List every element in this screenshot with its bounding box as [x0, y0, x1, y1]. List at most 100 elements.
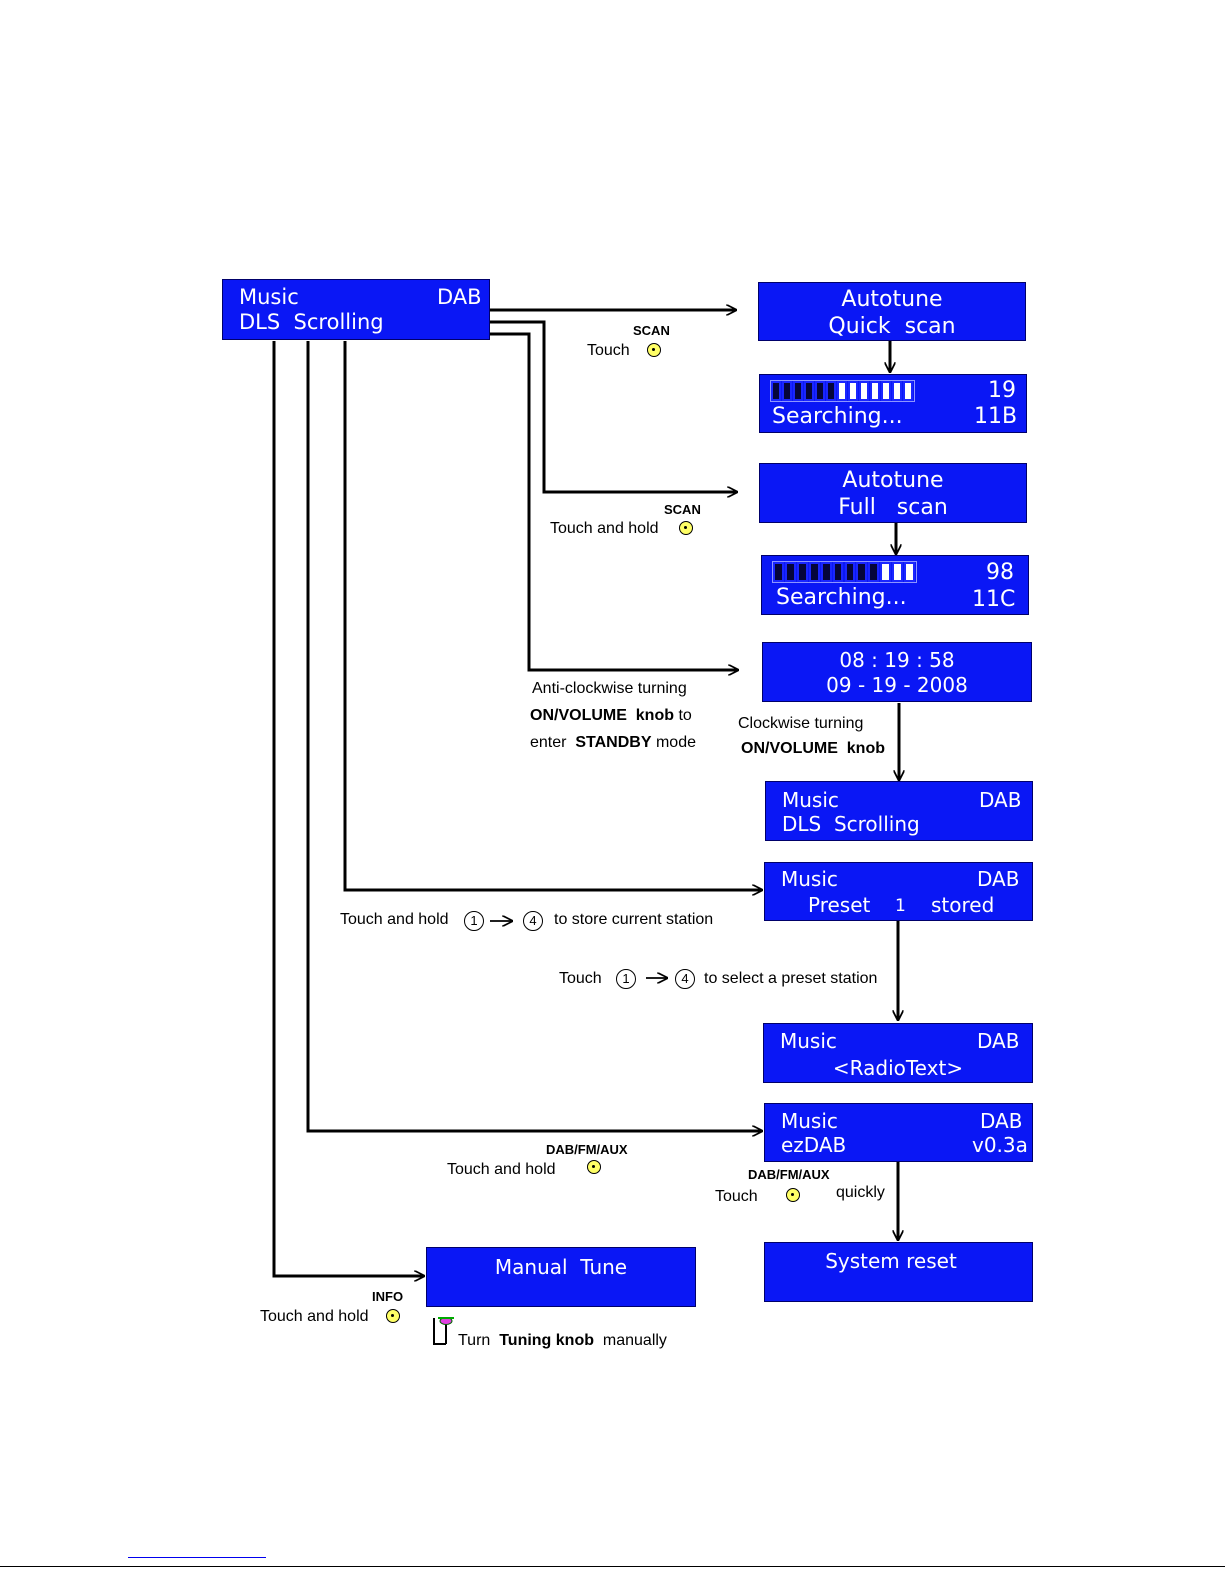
version-mode: Music — [781, 1109, 838, 1133]
main-return-mode: Music — [782, 788, 839, 812]
progress-segment — [892, 381, 902, 401]
autotune-full-mode: Full scan — [838, 495, 948, 520]
radiotext-text: <RadioText> — [832, 1056, 964, 1080]
footer-divider — [0, 1566, 1225, 1567]
full-search-screen: 98 Searching... 11C — [761, 555, 1029, 615]
progress-segment — [820, 562, 832, 582]
progress-segment — [859, 381, 869, 401]
standby-instruction-line2: ON/VOLUME knob to — [530, 707, 692, 724]
full-search-count: 98 — [986, 560, 1014, 585]
main-screen-dls: DLS Scrolling — [239, 310, 384, 334]
manual-tune-screen: Manual Tune — [426, 1247, 696, 1307]
progress-segment — [837, 381, 847, 401]
progress-segment — [880, 562, 892, 582]
progress-segment — [868, 562, 880, 582]
preset-stored-number: 1 — [895, 896, 906, 916]
info-button-label: INFO — [372, 1289, 404, 1304]
scan-button-icon — [647, 343, 661, 357]
full-search-progress-bar — [772, 561, 917, 583]
main-screen: Music DAB DLS Scrolling — [222, 279, 490, 340]
reset-quickly-label: quickly — [836, 1184, 885, 1201]
preset-1-button-icon: 1 — [464, 911, 484, 931]
scan-touch-label: Touch — [587, 342, 630, 359]
version-product: ezDAB — [781, 1133, 847, 1157]
progress-segment — [892, 562, 904, 582]
reset-button-icon — [786, 1188, 800, 1202]
arrow-to-standby — [489, 332, 738, 670]
select-preset-action: Touch — [559, 970, 602, 987]
tuning-knob-icon — [438, 1317, 454, 1325]
footer-link-underline — [128, 1557, 266, 1558]
progress-segment — [796, 562, 808, 582]
info-hold-label: Touch and hold — [260, 1308, 369, 1325]
progress-segment — [870, 381, 880, 401]
info-button-icon — [386, 1309, 400, 1323]
wake-instruction-line2: ON/VOLUME knob — [741, 740, 885, 757]
full-search-channel: 11C — [972, 587, 1016, 612]
radiotext-mode: Music — [780, 1029, 837, 1053]
main-return-screen: Music DAB DLS Scrolling — [765, 781, 1033, 841]
reset-button-label: DAB/FM/AUX — [748, 1167, 830, 1182]
select-preset-description: to select a preset station — [704, 970, 878, 987]
wake-instruction-line1: Clockwise turning — [738, 715, 864, 732]
autotune-quick-title: Autotune — [841, 287, 943, 312]
mode-hold-button-label: DAB/FM/AUX — [546, 1142, 628, 1157]
progress-segment — [832, 562, 844, 582]
progress-segment — [815, 381, 825, 401]
main-return-source: DAB — [979, 788, 1022, 812]
autotune-full-title: Autotune — [842, 468, 944, 493]
progress-segment — [782, 381, 792, 401]
manual-tune-text: Manual Tune — [494, 1255, 628, 1279]
quick-search-count: 19 — [988, 378, 1016, 403]
quick-search-progress-bar — [770, 380, 915, 402]
progress-segment — [904, 562, 915, 582]
progress-segment — [848, 381, 858, 401]
system-reset-text: System reset — [825, 1249, 957, 1273]
scan-hold-button-icon — [679, 521, 693, 535]
scan-hold-button-label: SCAN — [664, 502, 701, 517]
autotune-full-screen: Autotune Full scan — [759, 463, 1027, 523]
progress-segment — [793, 381, 803, 401]
full-search-status: Searching... — [776, 585, 907, 610]
tuning-instruction: Turn Tuning knob manually — [458, 1332, 667, 1349]
main-screen-source: DAB — [437, 285, 482, 309]
progress-segment — [808, 562, 820, 582]
progress-segment — [804, 381, 814, 401]
standby-time: 08 : 19 : 58 — [839, 648, 955, 672]
version-source: DAB — [980, 1109, 1023, 1133]
main-return-dls: DLS Scrolling — [782, 812, 920, 836]
preset-stored-source: DAB — [977, 867, 1020, 891]
arrow-to-full-scan — [489, 320, 737, 492]
version-number: v0.3a — [972, 1133, 1028, 1157]
autotune-quick-mode: Quick scan — [828, 314, 956, 339]
progress-segment — [773, 562, 784, 582]
version-screen: Music DAB ezDAB v0.3a — [764, 1103, 1033, 1162]
quick-search-channel: 11B — [974, 404, 1018, 429]
standby-date: 09 - 19 - 2008 — [826, 673, 968, 697]
progress-segment — [856, 562, 868, 582]
progress-segment — [771, 381, 781, 401]
standby-instruction-line1: Anti-clockwise turning — [532, 680, 687, 697]
store-preset-action: Touch and hold — [340, 911, 449, 928]
preset-stored-mode: Music — [781, 867, 838, 891]
quick-search-screen: 19 Searching... 11B — [759, 374, 1027, 433]
mode-hold-label: Touch and hold — [447, 1161, 556, 1178]
reset-touch-label: Touch — [715, 1188, 758, 1205]
arrow-to-manual-tune — [272, 341, 424, 1276]
scan-button-label: SCAN — [633, 323, 670, 338]
scan-hold-label: Touch and hold — [550, 520, 659, 537]
quick-search-status: Searching... — [772, 404, 903, 429]
radiotext-screen: Music DAB <RadioText> — [763, 1023, 1033, 1083]
select-preset-1-icon: 1 — [616, 969, 636, 989]
system-reset-screen: System reset — [764, 1242, 1033, 1302]
progress-segment — [881, 381, 891, 401]
arrow-to-preset-stored — [343, 341, 762, 890]
select-preset-4-icon: 4 — [675, 969, 695, 989]
progress-segment — [826, 381, 836, 401]
progress-segment — [784, 562, 796, 582]
main-screen-mode: Music — [239, 285, 299, 309]
autotune-quick-screen: Autotune Quick scan — [758, 282, 1026, 341]
standby-screen: 08 : 19 : 58 09 - 19 - 2008 — [762, 642, 1032, 702]
progress-segment — [844, 562, 856, 582]
